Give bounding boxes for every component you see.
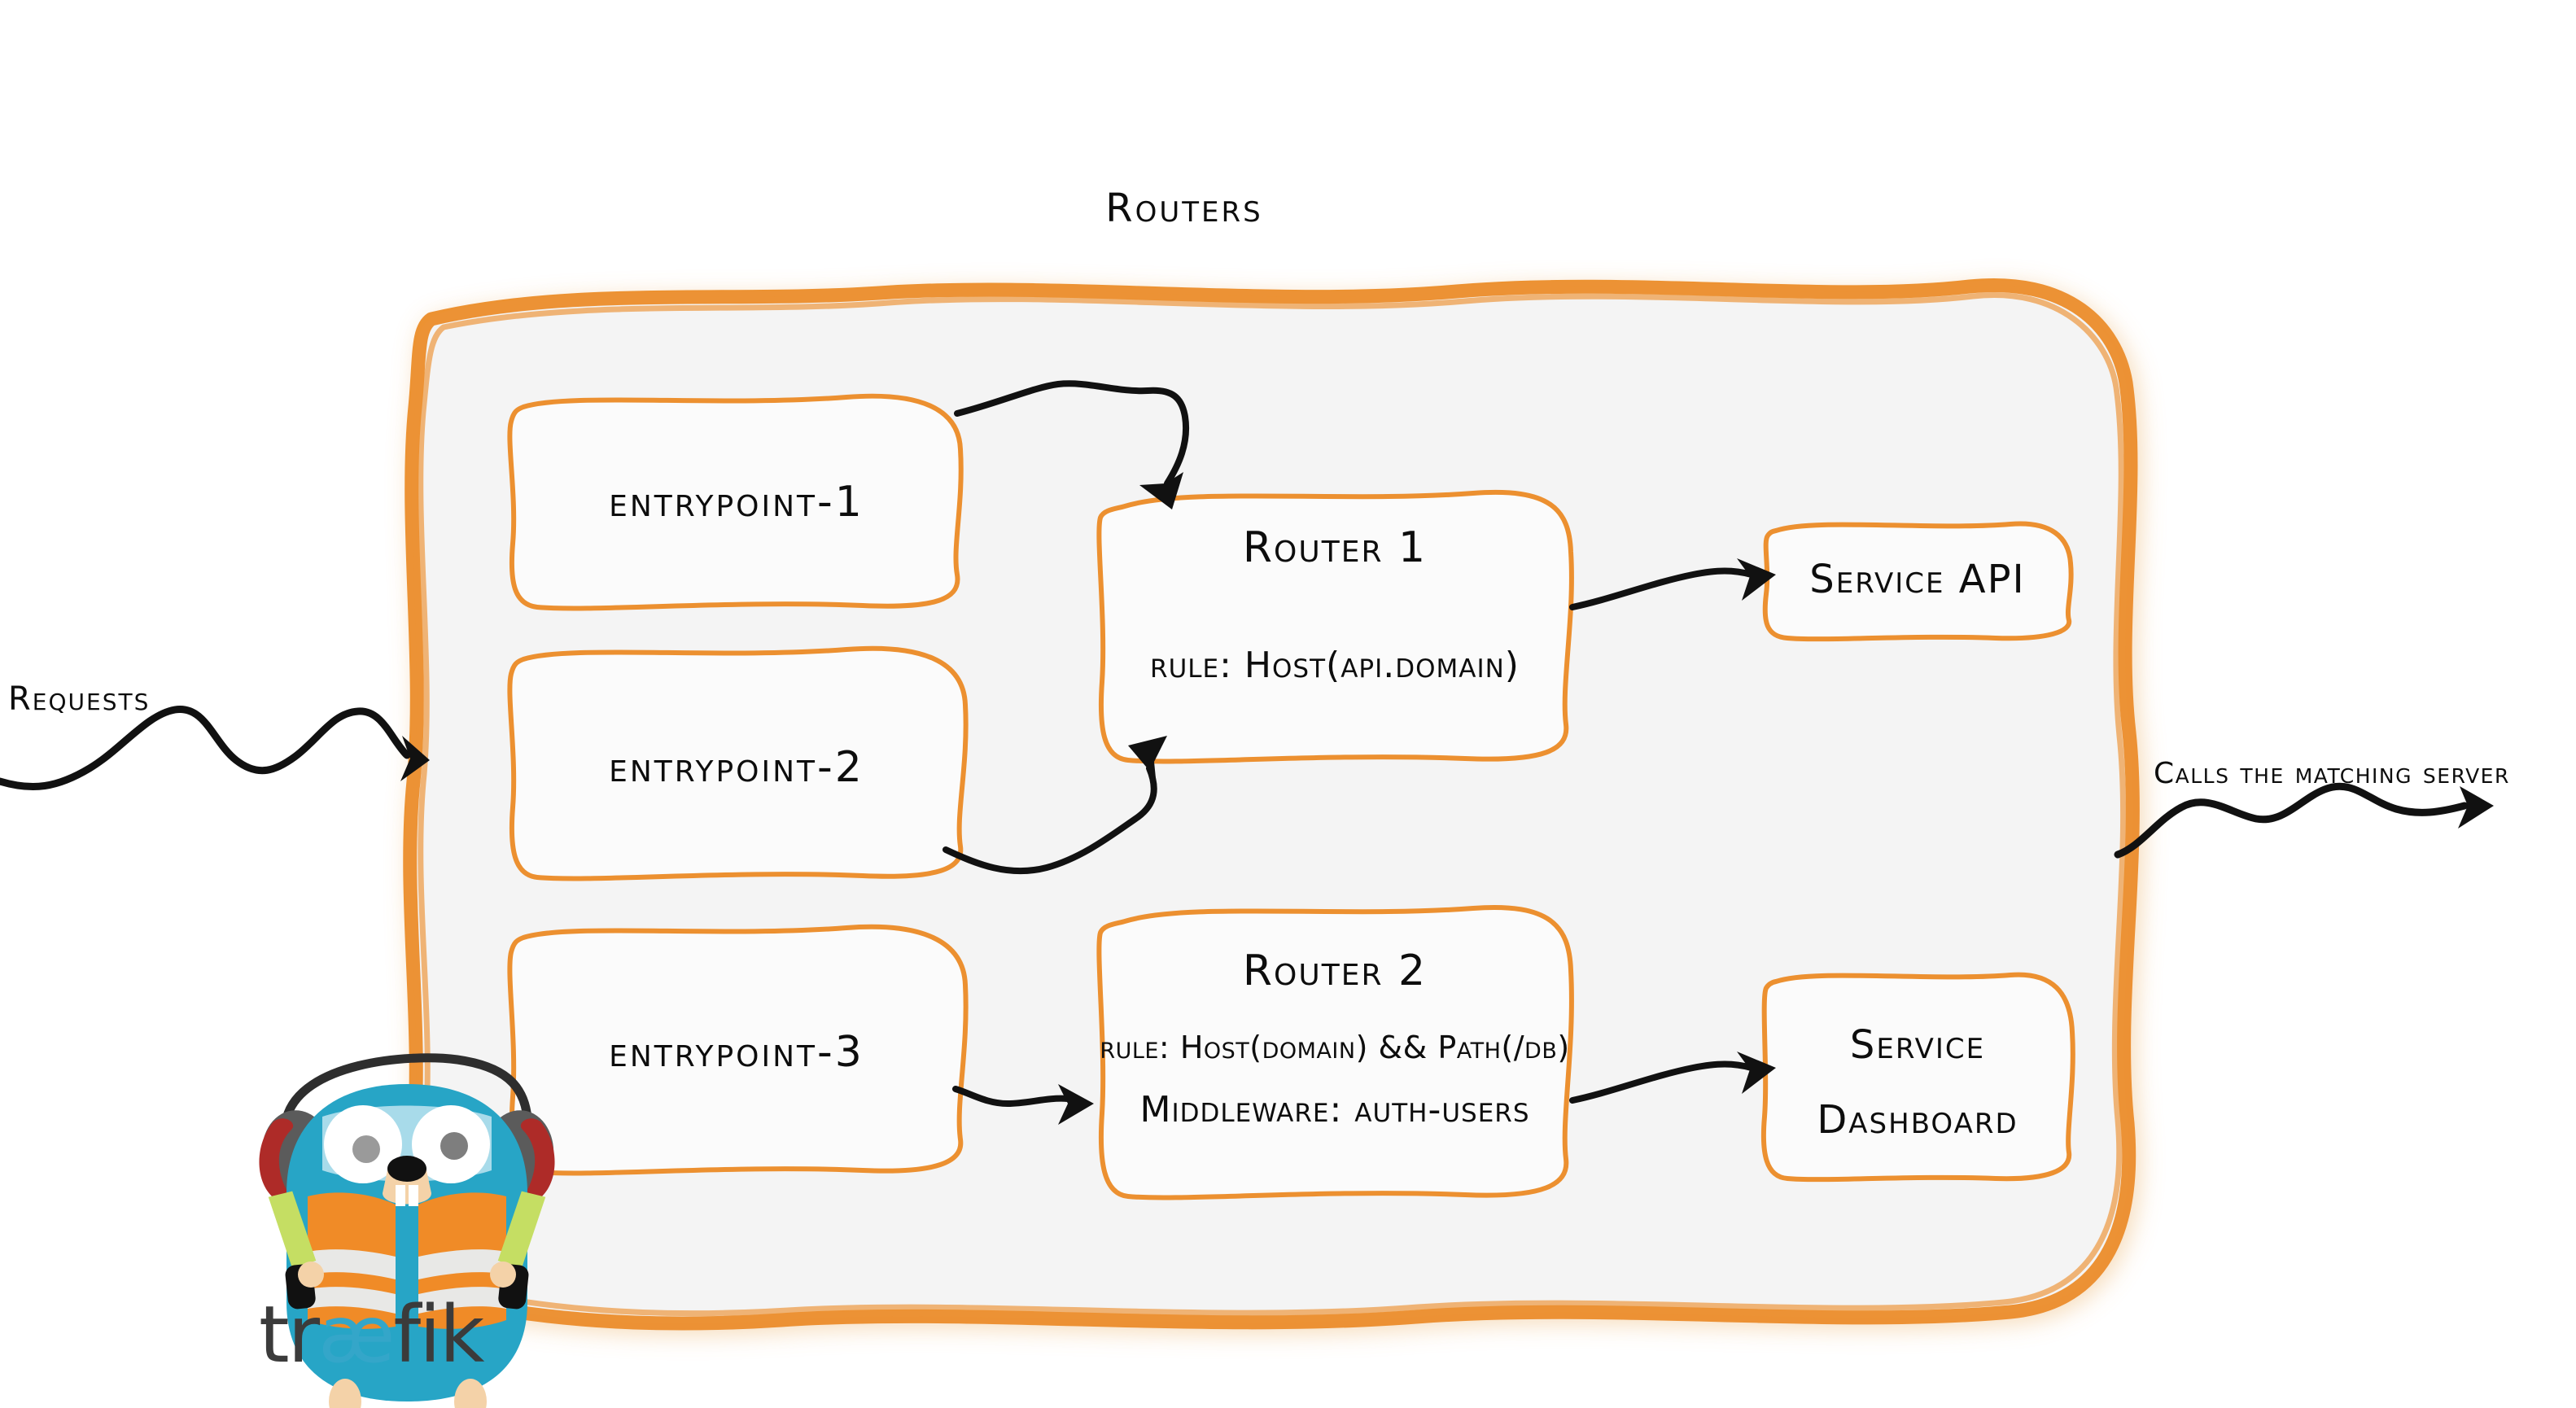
arrow-router1-service-head: [1737, 558, 1776, 601]
entrypoint-box-1-label: entrypoint-1: [609, 478, 864, 527]
wordmark-part1: tr: [259, 1289, 320, 1380]
traefik-wordmark: træfik: [259, 1296, 484, 1374]
routers-panel-border: [403, 278, 2140, 1331]
mascot-vest-stripe-2: [418, 1249, 506, 1279]
service-box-api[interactable]: Service API: [1762, 521, 2074, 642]
mascot-nose: [387, 1156, 426, 1182]
mascot-vest-stripe-3: [308, 1287, 396, 1314]
arrow-requests-path: [0, 706, 411, 791]
service-box-dashboard-label-line1: Service: [1850, 1022, 1985, 1068]
service-box-dashboard[interactable]: Service Dashboard: [1760, 972, 2075, 1183]
entrypoint-box-1[interactable]: entrypoint-1: [507, 393, 964, 611]
router-box-2-shape: [1096, 905, 1574, 1200]
arrow-ep1-path: [954, 380, 1189, 487]
mascot-foot-left: [329, 1379, 361, 1408]
mascot-baton-right: [497, 1191, 546, 1269]
entrypoint-box-3-shape: [507, 924, 969, 1176]
entrypoint-box-3-label: entrypoint-3: [609, 1028, 864, 1077]
arrow-ep3-path: [952, 1086, 1071, 1107]
router-box-2-middleware: Middleware: auth-users: [1140, 1089, 1530, 1130]
entrypoint-box-2[interactable]: entrypoint-2: [507, 645, 969, 881]
arrow-entrypoint2-to-router1: [942, 736, 1167, 875]
arrow-ep1-head: [1139, 472, 1183, 509]
arrow-entrypoint3-to-router2: [952, 1084, 1094, 1125]
router-box-1-shape: [1096, 490, 1574, 764]
arrow-router1-service-path: [1569, 567, 1755, 610]
mascot-headphone-band: [282, 1053, 532, 1123]
traefik-gopher-mascot: [259, 1053, 555, 1408]
entrypoint-box-1-shape: [507, 393, 964, 611]
arrow-requests-head: [400, 736, 430, 781]
wordmark-part2: fik: [393, 1289, 484, 1380]
mascot-baton-left: [268, 1191, 317, 1269]
arrow-server-path: [2114, 782, 2469, 859]
arrow-router1-to-service-api: [1569, 558, 1776, 610]
arrow-router2-service-head: [1737, 1052, 1776, 1094]
router-box-1-title: Router 1: [1243, 523, 1427, 572]
arrow-panel-to-server: [2114, 782, 2494, 859]
router-box-1[interactable]: Router 1 rule: Host(api.domain): [1096, 490, 1574, 764]
page-title: Routers: [1105, 186, 1262, 231]
arrow-server-head: [2458, 786, 2494, 829]
routers-panel-border-pass2: [418, 292, 2127, 1317]
arrow-requests-to-panel: [0, 706, 430, 791]
mascot-pupil-right: [440, 1132, 468, 1160]
arrow-entrypoint1-to-router1: [954, 380, 1189, 509]
service-box-dashboard-shape: [1760, 972, 2075, 1183]
mascot-hand-right: [490, 1262, 516, 1288]
mascot-earcup-left-red: [259, 1118, 294, 1201]
calls-matching-server-label: Calls the matching server: [2154, 757, 2510, 790]
router-box-2-rule: rule: Host(domain) && Path(/db): [1100, 1030, 1569, 1065]
entrypoint-box-2-shape: [507, 645, 969, 881]
mascot-pupil-left: [352, 1135, 380, 1163]
arrow-ep2-path: [942, 765, 1157, 875]
arrow-ep3-head: [1058, 1084, 1094, 1125]
mascot-earcup-right-red: [520, 1118, 555, 1201]
arrow-router2-service-path: [1569, 1060, 1755, 1104]
service-box-api-label: Service API: [1809, 557, 2025, 602]
mascot-vest-stripe-1: [308, 1249, 396, 1279]
mascot-hand-left: [298, 1262, 324, 1288]
mascot-vest-stripe-4: [418, 1287, 506, 1314]
mascot-foot-right: [454, 1379, 487, 1408]
requests-label: Requests: [8, 680, 150, 718]
router-box-1-rule: rule: Host(api.domain): [1150, 645, 1520, 686]
wordmark-ae-ligature: æ: [318, 1289, 395, 1380]
service-box-dashboard-label-line2: Dashboard: [1817, 1097, 2018, 1143]
router-box-2[interactable]: Router 2 rule: Host(domain) && Path(/db)…: [1096, 905, 1574, 1200]
arrow-ep2-head: [1128, 736, 1167, 778]
arrow-router2-to-service-dashboard: [1569, 1052, 1776, 1104]
entrypoint-box-3[interactable]: entrypoint-3: [507, 924, 969, 1176]
entrypoint-box-2-label: entrypoint-2: [609, 743, 864, 792]
router-box-2-title: Router 2: [1243, 947, 1427, 995]
mascot-teeth: [396, 1185, 418, 1206]
